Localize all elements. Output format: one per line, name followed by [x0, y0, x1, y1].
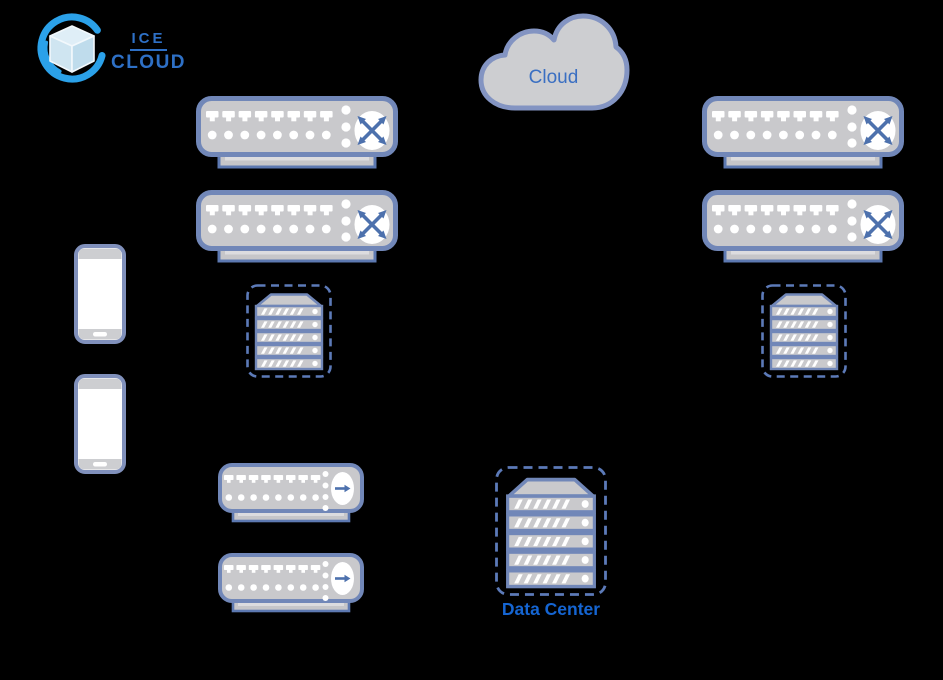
logo-wordmark: ICE CLOUD	[101, 30, 196, 73]
phone-upper	[74, 244, 126, 344]
data-center-stack	[495, 466, 607, 596]
logo-text-ice: ICE	[130, 30, 167, 51]
cloud-shape	[478, 13, 630, 111]
phone-lower	[74, 374, 126, 474]
server-stack-right	[761, 284, 847, 378]
switch-top-left	[196, 96, 398, 170]
logo-text-cloud: CLOUD	[110, 51, 187, 73]
server-stack-left	[246, 284, 332, 378]
brush-ring-icon	[37, 13, 107, 83]
switch-top-right	[702, 96, 904, 170]
router-lower	[218, 553, 364, 615]
dashed-group-outline	[246, 284, 332, 378]
data-center-label: Data Center	[501, 599, 601, 619]
ice-cloud-logo	[37, 13, 107, 83]
router-upper	[218, 463, 364, 525]
dashed-group-outline	[761, 284, 847, 378]
dashed-group-outline	[495, 466, 607, 596]
switch-mid-right	[702, 190, 904, 264]
ice-cube-icon	[49, 25, 95, 73]
switch-mid-left	[196, 190, 398, 264]
